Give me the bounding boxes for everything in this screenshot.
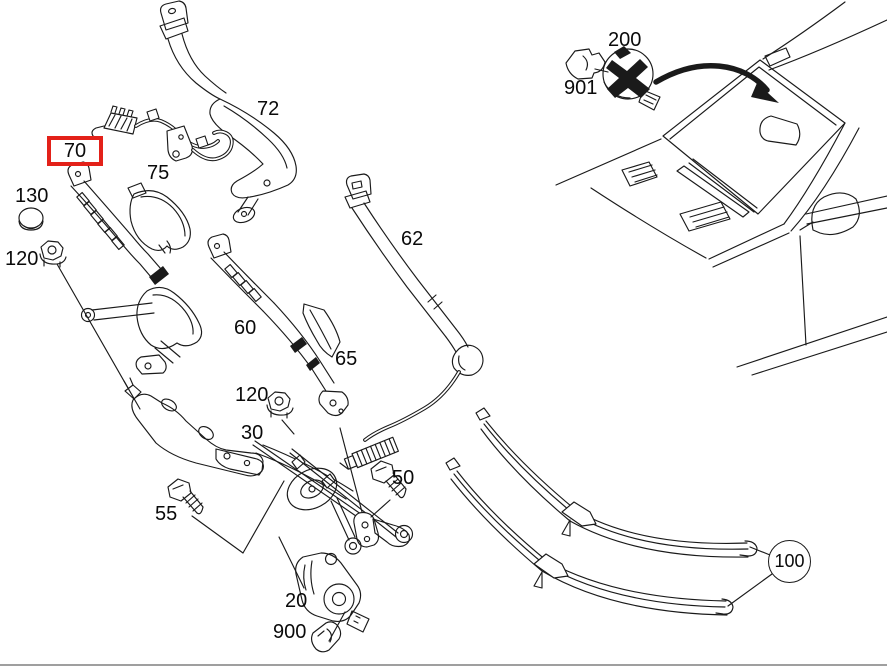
connector-900 [310, 621, 342, 653]
bolt-50 [370, 460, 407, 499]
part-label-120-left[interactable]: 120 [5, 248, 39, 270]
cover-75 [127, 182, 191, 254]
rain-sensor-200 [602, 46, 661, 111]
part-label-120-right[interactable]: 120 [235, 384, 269, 406]
connector-901 [565, 48, 606, 80]
wiper-motor-20 [295, 552, 370, 633]
part-label-100-text: 100 [774, 551, 805, 571]
part-label-60[interactable]: 60 [234, 317, 257, 339]
install-direction-arrow [653, 62, 779, 103]
part-label-70-text: 70 [63, 139, 87, 162]
part-label-75[interactable]: 75 [147, 162, 170, 184]
part-label-20[interactable]: 20 [285, 590, 308, 612]
bolt-55 [167, 478, 204, 515]
car-front-outline [555, 1, 887, 376]
wiper-linkage-30 [123, 377, 414, 555]
part-label-200[interactable]: 200 [608, 29, 642, 51]
wiper-arm-72 [159, 0, 297, 224]
wiper-arm-60 [207, 233, 349, 417]
leader-lines [56, 68, 609, 642]
wiper-blades-100 [445, 407, 773, 616]
nut-120-left [39, 240, 67, 268]
part-label-900[interactable]: 900 [273, 621, 307, 643]
part-label-100-circled[interactable]: 100 [768, 540, 811, 583]
sensor-mount-patch [759, 115, 801, 146]
cap-130 [18, 207, 44, 231]
part-label-70-selected[interactable]: 70 [47, 136, 103, 166]
nut-120-right [266, 391, 294, 419]
wiper-arm-62 [339, 173, 484, 470]
part-label-55[interactable]: 55 [155, 503, 178, 525]
cover-65 [302, 303, 341, 358]
hose-harness-70 [91, 105, 234, 162]
part-label-130[interactable]: 130 [15, 185, 49, 207]
part-label-65[interactable]: 65 [335, 348, 358, 370]
part-label-30[interactable]: 30 [241, 422, 264, 444]
part-label-72[interactable]: 72 [257, 98, 280, 120]
part-label-62[interactable]: 62 [401, 228, 424, 250]
side-mirror [811, 192, 860, 236]
bottom-divider-line [0, 664, 887, 666]
part-label-50[interactable]: 50 [392, 467, 415, 489]
part-label-901[interactable]: 901 [564, 77, 598, 99]
